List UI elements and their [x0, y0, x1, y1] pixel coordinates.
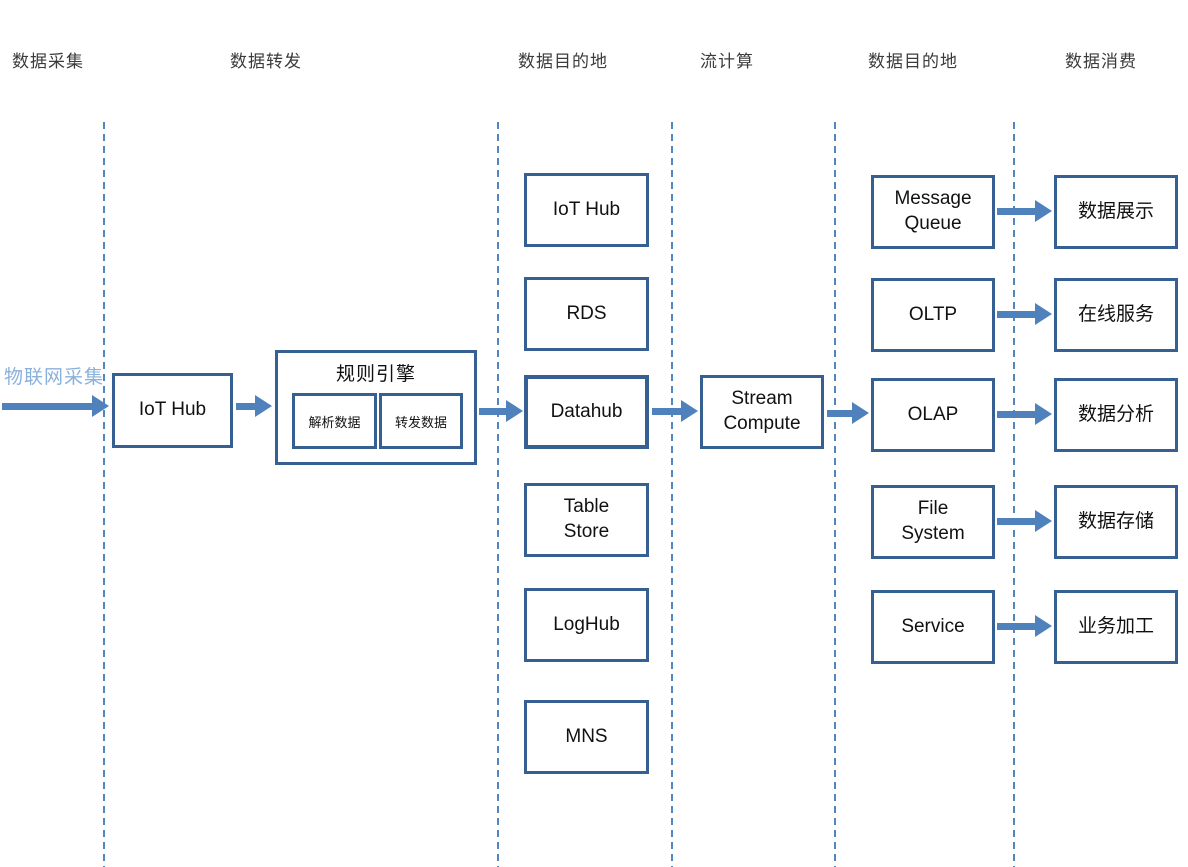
node-loghub: LogHub	[524, 588, 649, 662]
arrow-mq-to-display	[997, 200, 1052, 222]
lane-divider	[1013, 122, 1015, 867]
node-iot-hub-gateway: IoT Hub	[112, 373, 233, 448]
lane-header-data-collect: 数据采集	[12, 52, 84, 71]
node-stream-compute: Stream Compute	[700, 375, 824, 449]
arrow-service-to-processing	[997, 615, 1052, 637]
node-forward-data: 转发数据	[379, 393, 463, 449]
node-service: Service	[871, 590, 995, 664]
node-rule-engine: 规则引擎 解析数据 转发数据	[275, 350, 477, 465]
lane-header-data-forward: 数据转发	[230, 52, 302, 71]
node-table-store: Table Store	[524, 483, 649, 557]
arrow-source-to-gateway	[2, 395, 109, 417]
node-datahub: Datahub	[524, 375, 649, 449]
node-data-storage: 数据存储	[1054, 485, 1178, 559]
node-data-display: 数据展示	[1054, 175, 1178, 249]
arrow-oltp-to-online	[997, 303, 1052, 325]
node-file-system: File System	[871, 485, 995, 559]
source-label-iot-collect: 物联网采集	[4, 367, 105, 388]
arrow-datahub-to-stream	[652, 400, 698, 422]
node-oltp: OLTP	[871, 278, 995, 352]
lane-divider	[497, 122, 499, 867]
arrow-olap-to-analysis	[997, 403, 1052, 425]
lane-divider	[834, 122, 836, 867]
lane-divider	[103, 122, 105, 867]
node-parse-data: 解析数据	[292, 393, 377, 449]
node-business-processing: 业务加工	[1054, 590, 1178, 664]
arrow-stream-to-olap	[827, 402, 869, 424]
lane-divider	[671, 122, 673, 867]
node-mns: MNS	[524, 700, 649, 774]
arrow-rule-engine-to-datahub	[479, 400, 523, 422]
node-online-service: 在线服务	[1054, 278, 1178, 352]
node-data-analysis: 数据分析	[1054, 378, 1178, 452]
lane-header-destination-1: 数据目的地	[518, 52, 608, 71]
arrow-gateway-to-rule-engine	[236, 395, 272, 417]
lane-header-destination-2: 数据目的地	[868, 52, 958, 71]
lane-header-consume: 数据消费	[1065, 52, 1137, 71]
node-iot-hub-dest: IoT Hub	[524, 173, 649, 247]
node-message-queue: Message Queue	[871, 175, 995, 249]
lane-header-stream: 流计算	[700, 52, 754, 71]
node-olap: OLAP	[871, 378, 995, 452]
node-rds: RDS	[524, 277, 649, 351]
rule-engine-title: 规则引擎	[335, 364, 416, 385]
arrow-fs-to-storage	[997, 510, 1052, 532]
